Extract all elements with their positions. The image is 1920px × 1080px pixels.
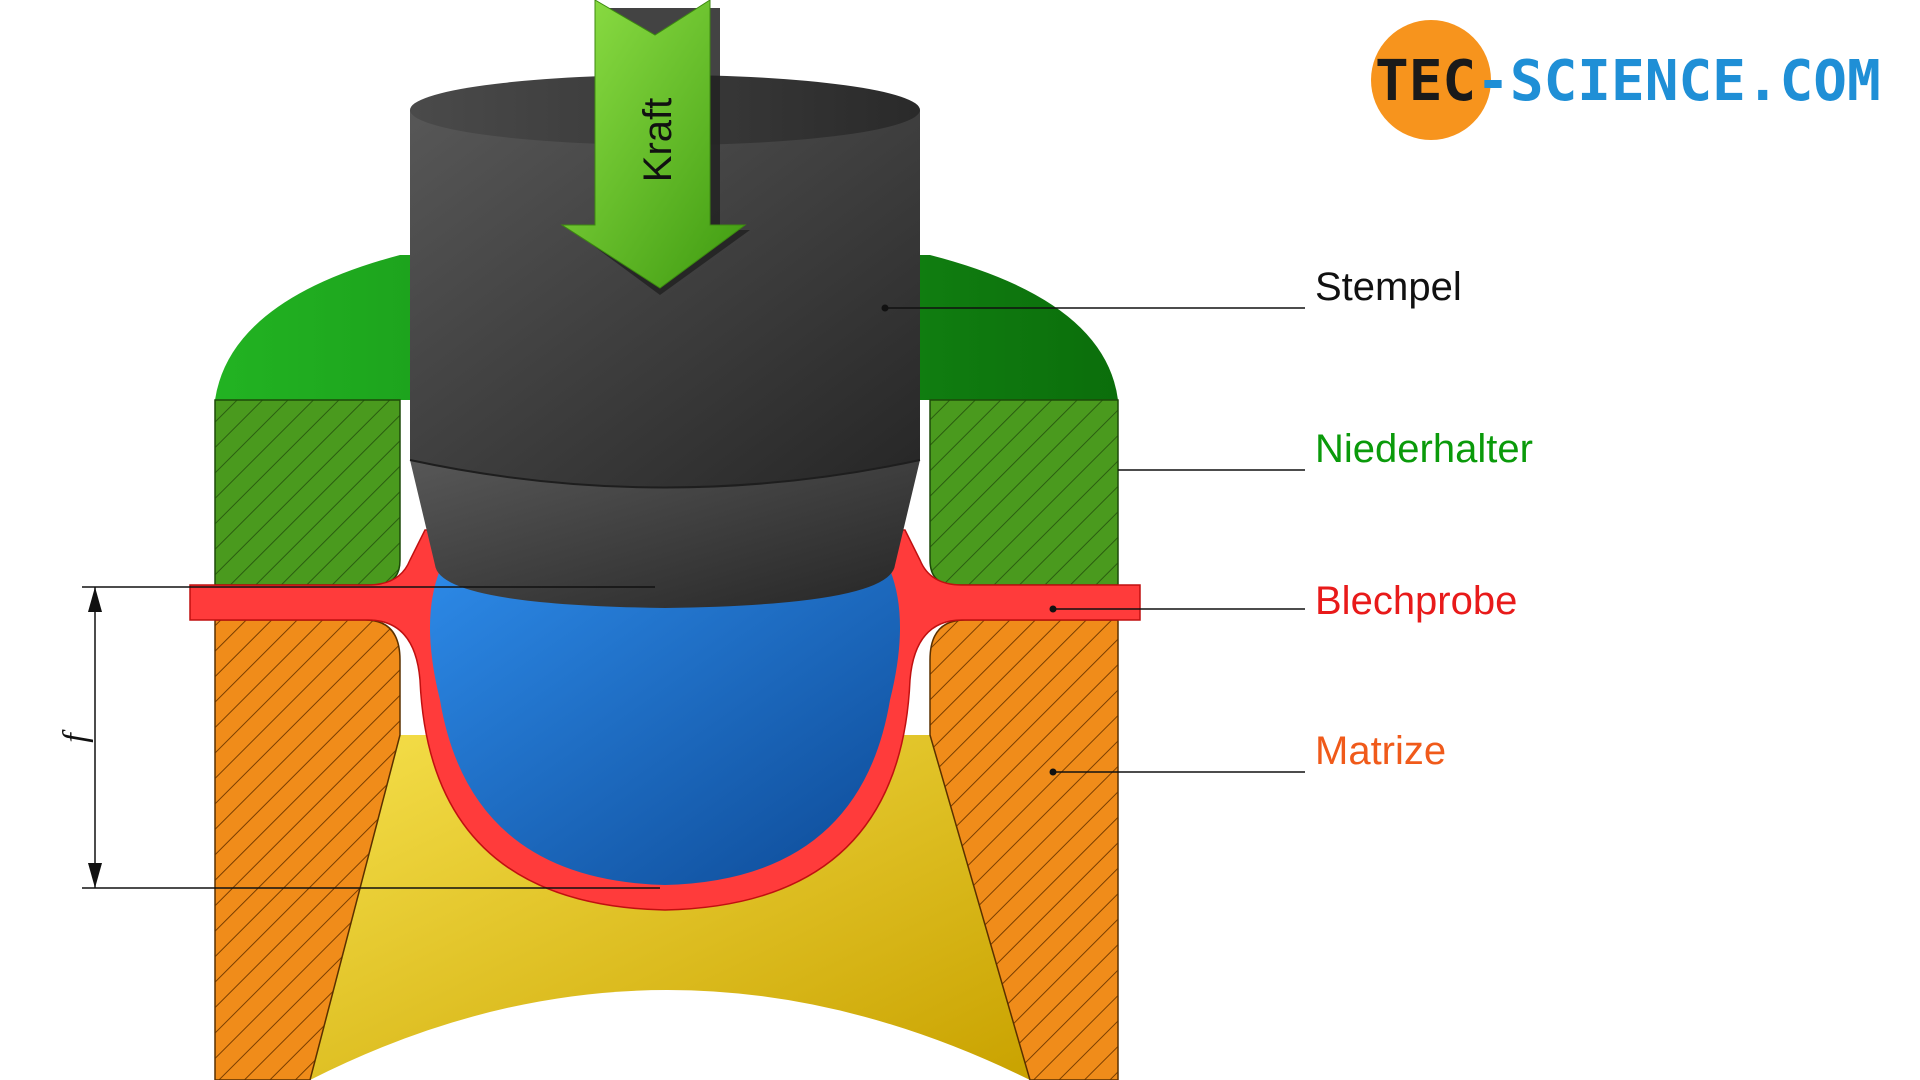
label-sheet-sample: Blechprobe	[1315, 579, 1517, 623]
punch-lower	[410, 460, 920, 608]
steel-ball	[430, 560, 900, 885]
down-arrow-icon	[560, 0, 747, 289]
logo-circle	[1371, 20, 1491, 140]
logo-text: TEC-SCIENCE.COM	[1375, 49, 1881, 114]
force-label: Kraft	[636, 98, 680, 182]
punch-step	[409, 459, 921, 489]
leader-lines	[885, 307, 1305, 773]
blank-holder-left	[214, 399, 401, 586]
logo-part-1: TEC	[1375, 49, 1476, 114]
dimension-arrow-down	[88, 863, 102, 888]
logo-part-3: .COM	[1746, 49, 1881, 114]
blank-holder-right	[929, 399, 1119, 586]
punch-upper	[410, 110, 920, 488]
dimension-label: f	[57, 729, 94, 743]
dimension-f	[82, 586, 660, 889]
label-die: Matrize	[1315, 729, 1446, 773]
label-blank-holder: Niederhalter	[1315, 427, 1533, 471]
leader-dots	[881, 304, 1057, 776]
label-punch: Stempel	[1315, 265, 1462, 309]
cavity-arch	[310, 990, 1030, 1080]
dimension-arrow-up	[88, 587, 102, 612]
logo-part-2: -SCIENCE	[1476, 49, 1746, 114]
site-logo: TEC-SCIENCE.COM	[1371, 20, 1881, 140]
